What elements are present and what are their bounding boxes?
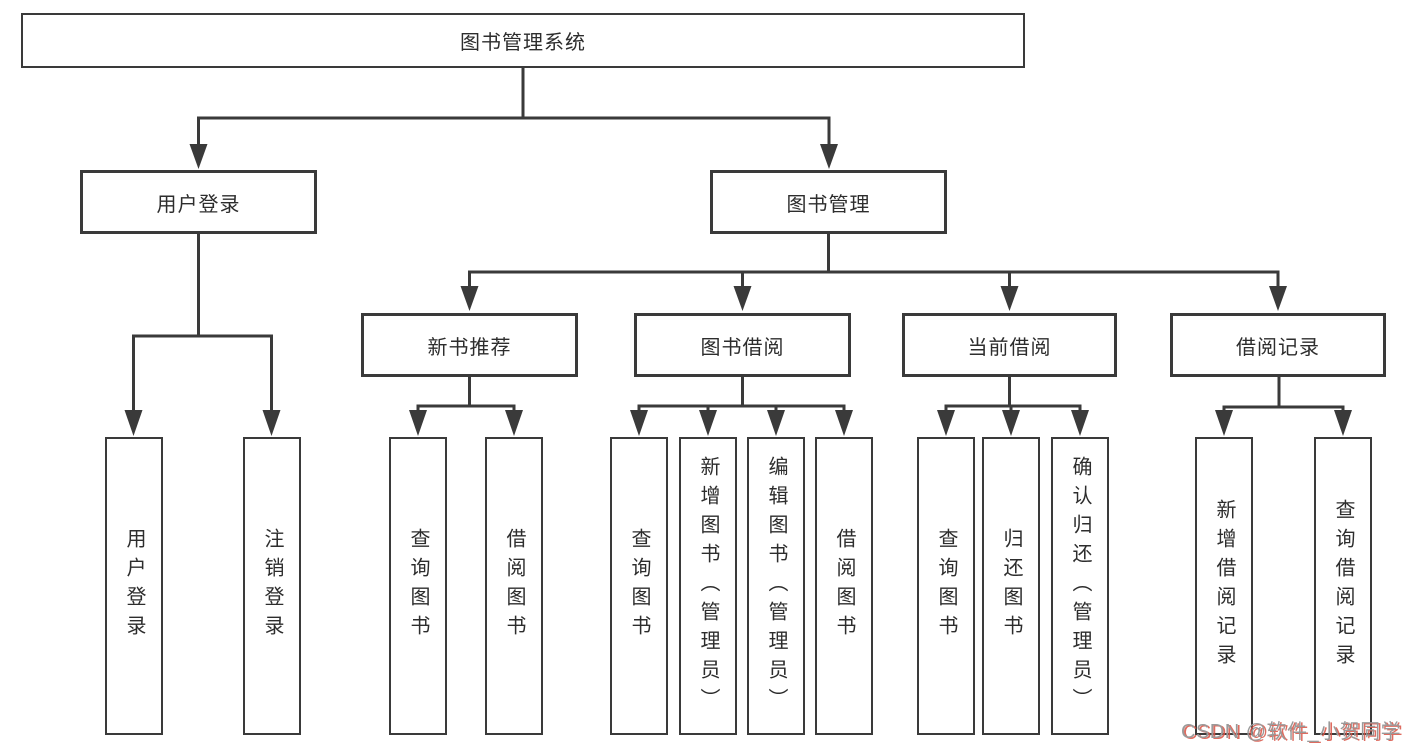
node-label: 当前借阅 <box>967 336 1052 359</box>
node-label: 新增借阅记录 <box>1213 499 1235 673</box>
node-book-borrowing: 图书借阅 <box>634 313 851 377</box>
leaf-add-books-admin: 新增图书（管理员） <box>679 437 737 735</box>
connector-borrowing-records-to-leaves <box>1215 377 1352 436</box>
node-label: 注销登录 <box>261 528 283 644</box>
node-label: 用户登录 <box>123 528 145 644</box>
node-label: 借阅记录 <box>1236 336 1320 359</box>
csdn-watermark: CSDN @软件_小贺同学 <box>1181 721 1402 743</box>
leaf-edit-books-admin: 编辑图书（管理员） <box>747 437 805 735</box>
leaf-borrow-books-recommend: 借阅图书 <box>485 437 543 735</box>
node-label: 图书管理 <box>786 193 871 216</box>
node-label: 查询借阅记录 <box>1332 499 1354 673</box>
leaf-query-books-current: 查询图书 <box>917 437 975 735</box>
node-label: 新书推荐 <box>427 336 512 359</box>
node-current-borrowing: 当前借阅 <box>902 313 1117 377</box>
node-new-book-recommendation: 新书推荐 <box>361 313 578 377</box>
node-label: 图书借阅 <box>700 336 785 359</box>
leaf-query-books-recommend: 查询图书 <box>389 437 447 735</box>
node-label: 编辑图书（管理员） <box>765 455 787 717</box>
connector-book-borrowing-to-leaves <box>630 377 853 436</box>
leaf-confirm-return-admin: 确认归还（管理员） <box>1051 437 1109 735</box>
leaf-query-books-borrowing: 查询图书 <box>610 437 668 735</box>
connector-book-management-to-level3 <box>460 233 1287 311</box>
connector-current-borrowing-to-leaves <box>937 377 1089 436</box>
connector-new-book-recommendation-to-leaves <box>409 377 523 436</box>
leaf-user-login: 用户登录 <box>105 437 163 735</box>
node-user-login: 用户登录 <box>80 170 317 234</box>
node-label: 用户登录 <box>156 193 241 216</box>
node-label: 图书管理系统 <box>460 32 586 54</box>
connector-root-to-level2 <box>189 68 838 169</box>
node-label: 新增图书（管理员） <box>697 455 719 717</box>
node-label: 查询图书 <box>935 528 957 644</box>
node-book-management: 图书管理 <box>710 170 947 234</box>
node-label: 查询图书 <box>628 528 650 644</box>
node-label: 查询图书 <box>407 528 429 644</box>
node-label: 借阅图书 <box>503 528 525 644</box>
connector-user-login-to-leaves <box>124 233 281 436</box>
node-label: 确认归还（管理员） <box>1069 455 1091 717</box>
node-borrowing-records: 借阅记录 <box>1170 313 1386 377</box>
node-label: 借阅图书 <box>833 528 855 644</box>
node-library-management-system: 图书管理系统 <box>21 13 1025 68</box>
leaf-add-borrow-record: 新增借阅记录 <box>1195 437 1253 735</box>
leaf-logout: 注销登录 <box>243 437 301 735</box>
leaf-query-borrow-record: 查询借阅记录 <box>1314 437 1372 735</box>
node-label: 归还图书 <box>1000 528 1022 644</box>
leaf-return-books: 归还图书 <box>982 437 1040 735</box>
leaf-borrow-books-borrowing: 借阅图书 <box>815 437 873 735</box>
